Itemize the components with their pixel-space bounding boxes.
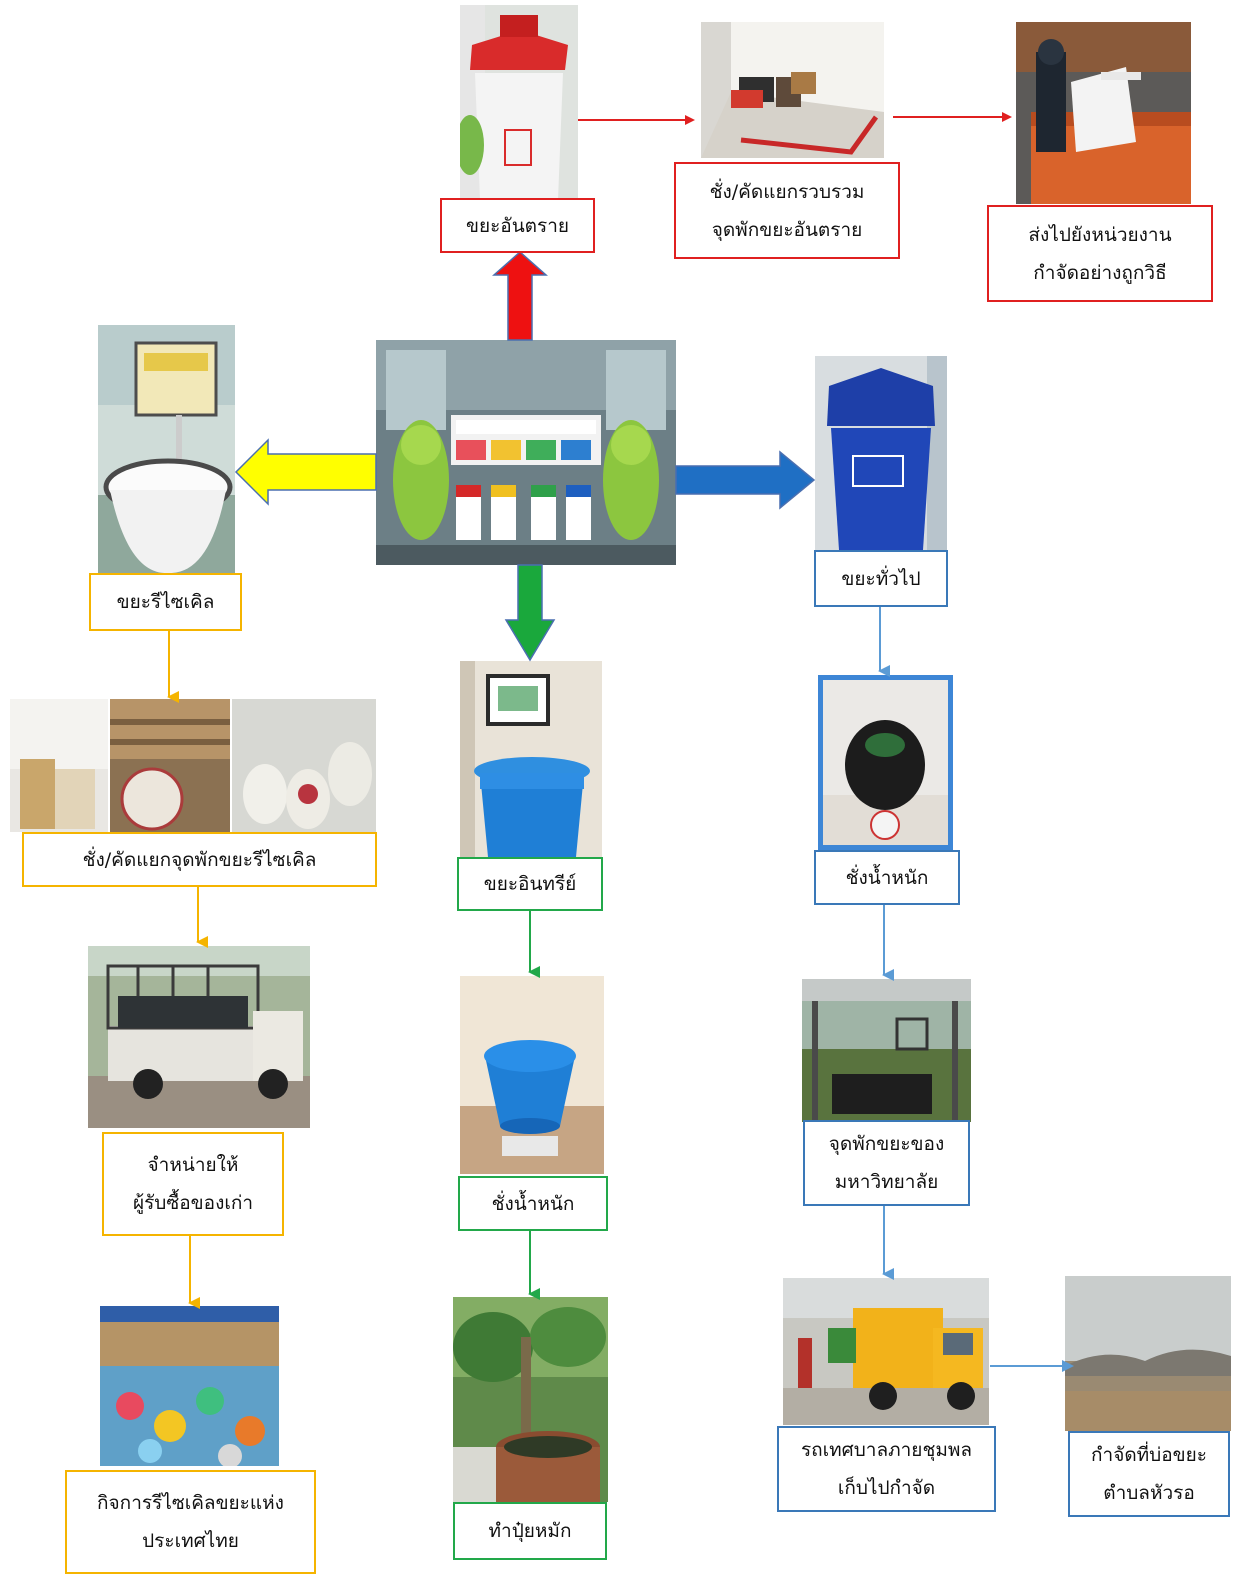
label-municipal-truck: รถเทศบาลภายชุมพล เก็บไปกำจัด	[777, 1426, 996, 1512]
organic-weighing-photo	[460, 976, 604, 1174]
label-text: ขยะรีไซเคิล	[116, 591, 215, 613]
label-text: ทำปุ๋ยหมัก	[488, 1520, 572, 1542]
label-text: ขยะอินทรีย์	[483, 873, 577, 895]
label-hazardous-collection: ชั่ง/คัดแยกรวบรวม จุดพักขยะอันตราย	[674, 162, 900, 259]
label-text: กำจัดที่บ่อขยะ	[1091, 1444, 1207, 1466]
compost-photo	[453, 1297, 608, 1502]
landfill-photo	[1065, 1276, 1231, 1431]
label-text: ชั่งน้ำหนัก	[491, 1192, 575, 1215]
label-recycle-business: กิจการรีไซเคิลขยะแห่ง ประเทศไทย	[65, 1470, 316, 1574]
recycle-sorting-photos	[10, 699, 376, 832]
municipal-garbage-truck-photo	[783, 1278, 989, 1425]
blue-block-arrow	[675, 450, 816, 510]
label-text: ส่งไปยังหน่วยงาน	[1028, 223, 1172, 246]
label-text: มหาวิทยาลัย	[834, 1171, 939, 1193]
hazardous-storage-room-photo	[701, 22, 884, 158]
recycle-business-photo	[100, 1306, 279, 1466]
label-university-holding-station: จุดพักขยะของ มหาวิทยาลัย	[803, 1120, 970, 1206]
label-general-waste: ขยะทั่วไป	[814, 550, 948, 607]
label-text: ชั่งน้ำหนัก	[845, 866, 929, 889]
yellow-block-arrow	[234, 438, 377, 506]
label-recycle-sell: จำหน่ายให้ ผู้รับซื้อของเก่า	[102, 1132, 284, 1236]
label-text: เก็บไปกำจัด	[837, 1477, 936, 1499]
general-weighing-photo	[818, 675, 953, 850]
label-text: ตำบลหัวรอ	[1103, 1482, 1195, 1504]
red-block-arrow	[492, 250, 548, 341]
recycle-pickup-truck-photo	[88, 946, 310, 1128]
label-text: ชั่ง/คัดแยกจุดพักขยะรีไซเคิล	[82, 848, 317, 871]
label-text: กิจการรีไซเคิลขยะแห่ง	[97, 1492, 284, 1514]
label-compost: ทำปุ๋ยหมัก	[453, 1502, 607, 1560]
general-holding-station-photo	[802, 979, 971, 1122]
label-text: ประเทศไทย	[142, 1530, 239, 1552]
label-hazardous-waste: ขยะอันตราย	[440, 198, 595, 253]
label-text: จำหน่ายให้	[147, 1154, 239, 1176]
label-text: ชั่ง/คัดแยกรวบรวม	[709, 180, 865, 203]
label-text: รถเทศบาลภายชุมพล	[800, 1439, 973, 1461]
label-organic-weigh: ชั่งน้ำหนัก	[458, 1176, 608, 1231]
label-hazardous-disposal: ส่งไปยังหน่วยงาน กำจัดอย่างถูกวิธี	[987, 205, 1213, 302]
hazardous-disposal-truck-photo	[1016, 22, 1191, 204]
label-text: จุดพักขยะอันตราย	[711, 218, 863, 241]
general-bin-photo	[815, 356, 947, 550]
hazardous-bin-photo	[460, 5, 578, 200]
label-organic-waste: ขยะอินทรีย์	[457, 857, 603, 911]
green-block-arrow	[504, 564, 556, 662]
recycle-bin-photo	[98, 325, 235, 573]
organic-bin-photo	[460, 661, 602, 857]
label-text: ผู้รับซื้อของเก่า	[132, 1192, 254, 1214]
label-text: ขยะอันตราย	[465, 214, 570, 237]
label-recycle-sorting: ชั่ง/คัดแยกจุดพักขยะรีไซเคิล	[22, 832, 377, 887]
label-text: จุดพักขยะของ	[828, 1133, 945, 1155]
label-landfill: กำจัดที่บ่อขยะ ตำบลหัวรอ	[1068, 1431, 1230, 1517]
label-recycle-waste: ขยะรีไซเคิล	[89, 573, 242, 631]
central-sorting-station-photo	[376, 340, 676, 565]
label-text: กำจัดอย่างถูกวิธี	[1033, 261, 1167, 284]
label-general-weigh: ชั่งน้ำหนัก	[814, 850, 960, 905]
label-text: ขยะทั่วไป	[841, 567, 921, 590]
